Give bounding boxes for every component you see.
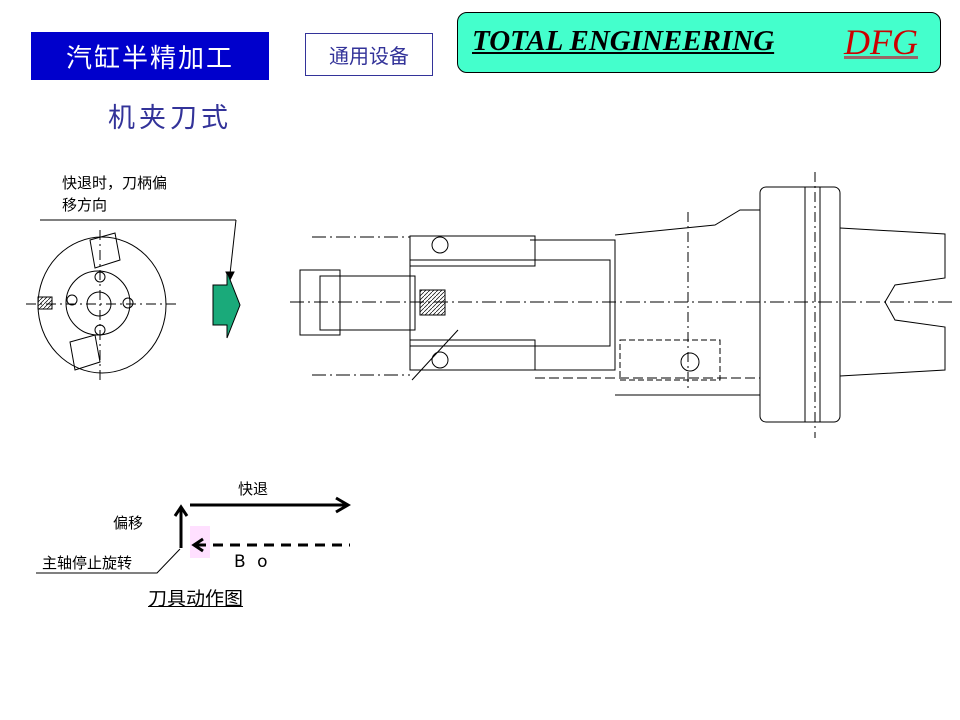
- spindle-stop-label: 主轴停止旋转: [42, 554, 133, 572]
- subtitle: 机夹刀式: [108, 103, 232, 134]
- direction-arrow-icon: [212, 271, 241, 339]
- brand-name: TOTAL ENGINEERING: [472, 25, 775, 57]
- feed-arrow: [191, 537, 204, 553]
- offset-direction-note: 快退时，刀柄偏 移方向: [62, 172, 167, 216]
- diagram-caption: 刀具动作图: [148, 588, 244, 610]
- tool-side-view: [290, 172, 955, 438]
- note-line-1: 快退时，刀柄偏: [62, 174, 168, 192]
- brand-banner: TOTAL ENGINEERING DFG: [457, 12, 941, 73]
- rapid-retract-label: 快退: [238, 480, 269, 498]
- note-line-2: 移方向: [62, 196, 108, 214]
- category-label: 通用设备: [305, 33, 433, 76]
- motion-arrows: [36, 496, 351, 574]
- brand-code: DFG: [844, 22, 918, 62]
- offset-label: 偏移: [113, 514, 144, 532]
- bore-label: B o: [234, 552, 271, 572]
- retract-arrow: [335, 496, 351, 514]
- end-view-drawing: [26, 219, 237, 380]
- page-title: 汽缸半精加工: [31, 32, 269, 80]
- offset-arrow: [173, 504, 189, 517]
